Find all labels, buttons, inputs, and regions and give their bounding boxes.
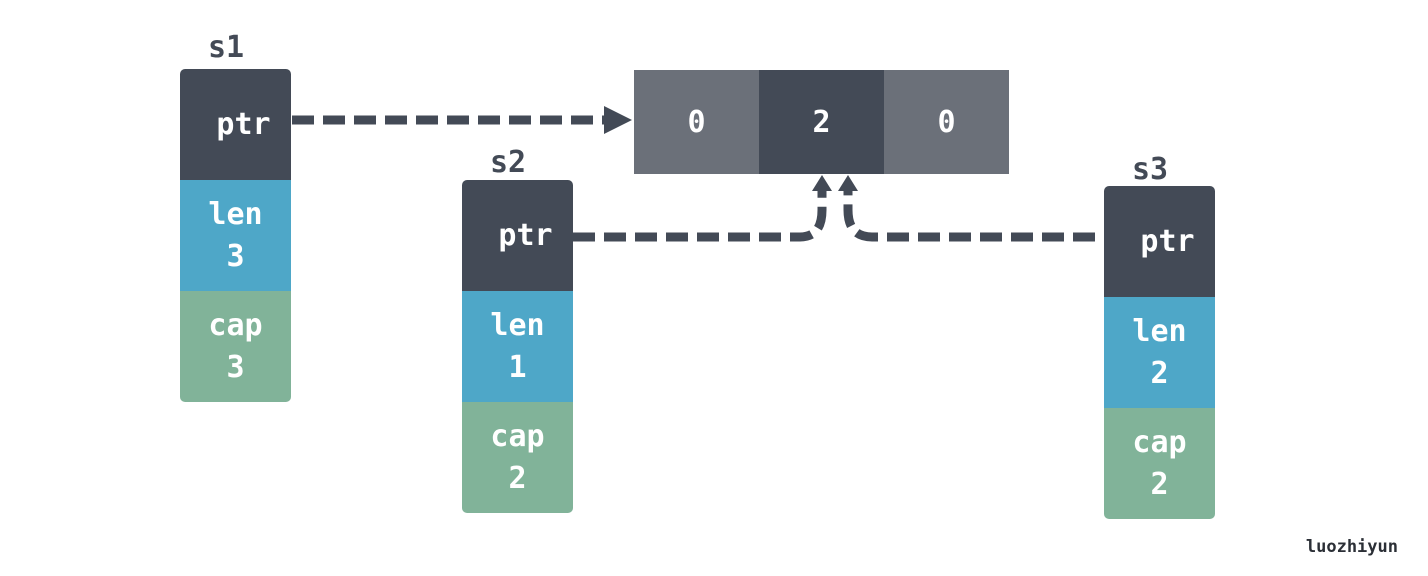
slice-s3-cap-label: cap — [1132, 424, 1187, 460]
slice-s2-name: s2 — [490, 145, 527, 180]
slice-s2-ptr-field: ptr — [462, 180, 573, 291]
slice-s3-cap-value: 2 — [1150, 466, 1169, 502]
s2-ptr-arrow-line — [573, 190, 827, 242]
slice-s1: ptr len 3 cap 3 — [180, 69, 291, 402]
slice-s3-ptr-field: ptr — [1104, 186, 1215, 297]
slice-s3-name: s3 — [1132, 152, 1169, 187]
slice-s1-cap-label: cap — [208, 307, 263, 343]
watermark: luozhiyun — [1305, 537, 1398, 557]
slice-s3-ptr-label: ptr — [1140, 223, 1195, 259]
s2-ptr-arrowhead — [812, 175, 832, 191]
slice-s3-cap-field: cap 2 — [1104, 408, 1215, 519]
slice-s3-len-field: len 2 — [1104, 297, 1215, 408]
s3-ptr-arrowhead — [838, 175, 858, 191]
slice-s2-len-value: 1 — [508, 349, 527, 385]
slice-s1-cap-value: 3 — [226, 349, 245, 385]
s1-ptr-arrowhead — [604, 106, 632, 134]
slice-s1-len-value: 3 — [226, 238, 245, 274]
array-cell-0: 0 — [634, 70, 759, 174]
slice-s1-cap-field: cap 3 — [180, 291, 291, 402]
array-cell-1: 2 — [759, 70, 884, 174]
slice-s2: ptr len 1 cap 2 — [462, 180, 573, 513]
slice-s2-cap-label: cap — [490, 418, 545, 454]
slice-s1-len-field: len 3 — [180, 180, 291, 291]
slice-s2-len-label: len — [490, 307, 545, 343]
slice-s2-cap-field: cap 2 — [462, 402, 573, 513]
slice-s1-len-label: len — [208, 196, 263, 232]
slice-s2-ptr-label: ptr — [498, 217, 553, 253]
slice-s2-len-field: len 1 — [462, 291, 573, 402]
slice-s2-cap-value: 2 — [508, 460, 527, 496]
slice-s3-len-label: len — [1132, 313, 1187, 349]
s3-ptr-arrow-line — [843, 190, 1095, 242]
slice-s1-ptr-label: ptr — [216, 106, 271, 142]
underlying-array: 0 2 0 — [634, 70, 1009, 174]
array-cell-2: 0 — [884, 70, 1009, 174]
slice-s1-ptr-field: ptr — [180, 69, 291, 180]
slice-s3: ptr len 2 cap 2 — [1104, 186, 1215, 519]
slice-s1-name: s1 — [208, 30, 245, 65]
slice-s3-len-value: 2 — [1150, 355, 1169, 391]
